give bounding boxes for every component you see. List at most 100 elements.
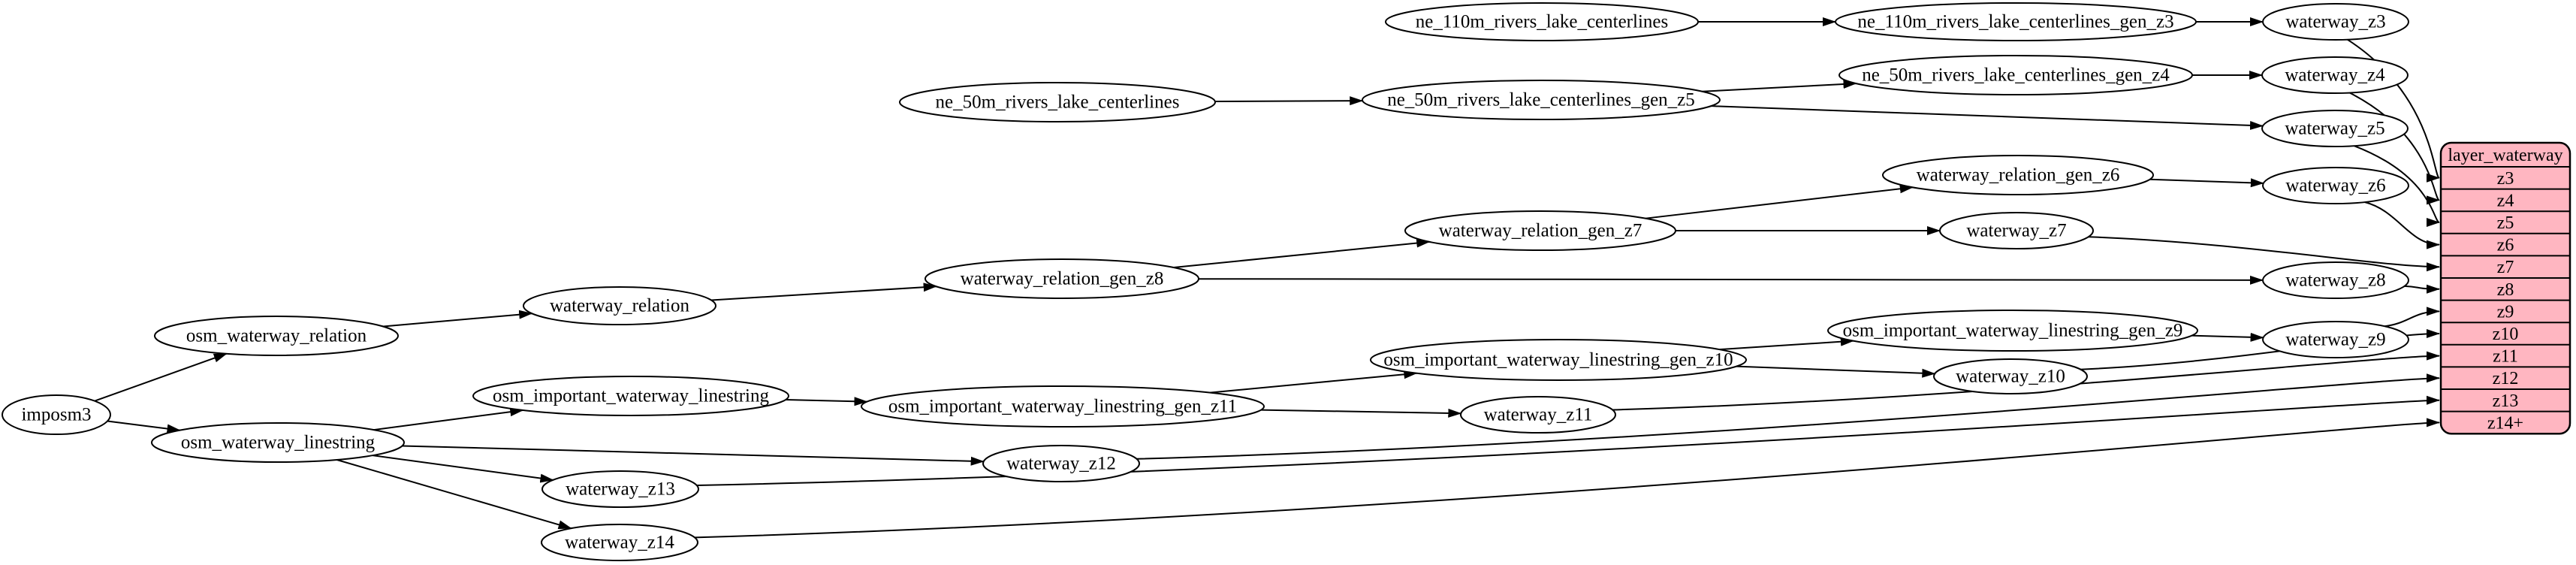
node-label: waterway_z12 [1006,454,1116,474]
record-row-z5: z5 [2497,213,2514,233]
node-label: waterway_z10 [1956,367,2065,387]
record-row-z6: z6 [2497,236,2514,255]
node-ellipse [1838,55,2193,95]
node-label: waterway_z13 [566,479,675,500]
node-waterway_relation: waterway_relation [523,286,716,325]
node-label: waterway_z9 [2285,330,2385,350]
edge-osm_important_waterway_linestring_gen_z9-to-waterway_z9 [2191,332,2264,342]
record-row-z8: z8 [2497,280,2514,300]
edge-waterway_relation_gen_z6-to-waterway_z6 [2149,178,2264,188]
record-row-z11: z11 [2493,347,2518,367]
record-row-z14+: z14+ [2487,413,2523,433]
node-ellipse [1933,358,2088,394]
node-imposm3: imposm3 [2,394,111,435]
node-label: ne_50m_rivers_lake_centerlines [936,92,1180,113]
node-waterway_z4: waterway_z4 [2261,56,2409,94]
node-layer: imposm3 osm_waterway_relation osm_waterway… [2,2,2409,561]
edge-waterway_z8-to-layer_waterway-z8 [2404,284,2440,294]
node-label: ne_110m_rivers_lake_centerlines_gen_z3 [1857,12,2173,32]
node-label: imposm3 [21,405,91,425]
record-title: layer_waterway [2448,146,2562,165]
edge-osm_waterway_linestring-to-waterway_z14 [336,459,572,530]
node-label: osm_waterway_linestring [181,433,376,453]
node-ellipse [1404,210,1676,251]
node-label: osm_important_waterway_linestring [493,386,769,406]
edge-osm_waterway_linestring-to-waterway_z13 [373,455,554,483]
node-waterway_z10: waterway_z10 [1933,358,2088,394]
node-label: waterway_z5 [2285,119,2384,139]
node-ne_50m_rivers_lake_centerlines_gen_z5: ne_50m_rivers_lake_centerlines_gen_z5 [1362,80,1721,120]
node-ellipse [1370,339,1747,381]
node-ellipse [2,394,111,435]
node-ellipse [1460,396,1616,434]
node-osm_important_waterway_linestring_gen_z10: osm_important_waterway_linestring_gen_z1… [1370,339,1747,381]
node-ne_110m_rivers_lake_centerlines: ne_110m_rivers_lake_centerlines [1385,2,1699,41]
node-ellipse [982,445,1140,482]
node-ellipse [2262,167,2409,204]
record-layer: layer_waterwayz3z4z5z6z7z8z9z10z11z12z13… [2439,141,2571,435]
edge-waterway_z11-to-layer_waterway-z11 [1612,351,2440,411]
node-label: waterway_z7 [1966,221,2066,241]
edge-waterway_relation_gen_z8-to-waterway_relation_gen_z7 [1173,238,1431,269]
record-row-z4: z4 [2497,191,2514,210]
node-ne_50m_rivers_lake_centerlines_gen_z4: ne_50m_rivers_lake_centerlines_gen_z4 [1838,55,2193,95]
node-ellipse [1835,2,2197,41]
node-ellipse [541,524,698,561]
record-row-z3: z3 [2497,169,2514,189]
edge-osm_important_waterway_linestring_gen_z10-to-osm_important_waterway_linestring_gen_z9 [1719,337,1854,351]
node-waterway_relation_gen_z8: waterway_relation_gen_z8 [925,258,1199,299]
node-label: waterway_z8 [2285,270,2385,291]
edge-layer [94,17,2440,539]
node-label: waterway_z11 [1484,405,1593,425]
node-waterway_z6: waterway_z6 [2262,167,2409,204]
edge-osm_waterway_relation-to-waterway_relation [383,310,533,328]
node-ellipse [2262,261,2409,299]
edge-waterway_z7-to-layer_waterway-z7 [2088,236,2440,272]
node-ne_50m_rivers_lake_centerlines: ne_50m_rivers_lake_centerlines [899,82,1216,122]
node-ellipse [151,422,405,463]
node-ellipse [2262,3,2409,41]
node-waterway_z11: waterway_z11 [1460,396,1616,434]
node-label: waterway_relation_gen_z6 [1917,165,2120,186]
node-ellipse [861,385,1265,428]
edge-osm_waterway_linestring-to-osm_important_waterway_linestring [373,407,524,431]
node-ellipse [1385,2,1699,41]
record-row-z9: z9 [2497,302,2514,322]
node-waterway_z5: waterway_z5 [2261,110,2409,147]
node-label: waterway_relation_gen_z7 [1439,221,1642,241]
node-ellipse [1827,310,2198,352]
edge-waterway_z4-to-layer_waterway-z4 [2349,92,2440,205]
node-waterway_z3: waterway_z3 [2262,3,2409,41]
node-ellipse [472,376,789,416]
node-label: ne_50m_rivers_lake_centerlines_gen_z5 [1387,90,1695,110]
node-osm_waterway_relation: osm_waterway_relation [154,316,399,356]
node-ellipse [154,316,399,356]
node-ellipse [2262,321,2409,358]
node-ellipse [1882,155,2154,195]
edge-waterway_relation_gen_z7-to-waterway_relation_gen_z6 [1645,184,1914,219]
node-ellipse [899,82,1216,122]
node-label: waterway_z4 [2285,65,2385,86]
node-label: waterway_relation_gen_z8 [961,269,1164,289]
record-row-z10: z10 [2493,325,2519,344]
edge-waterway_relation-to-waterway_relation_gen_z8 [711,282,937,301]
edge-waterway_relation_gen_z8-to-waterway_z8 [1198,275,2264,285]
node-ellipse [541,470,699,508]
node-osm_important_waterway_linestring: osm_important_waterway_linestring [472,376,789,416]
node-label: ne_50m_rivers_lake_centerlines_gen_z4 [1862,65,2170,86]
node-label: osm_important_waterway_linestring_gen_z9 [1843,321,2183,341]
edge-waterway_z5-to-layer_waterway-z5 [2354,145,2440,227]
node-waterway_relation_gen_z6: waterway_relation_gen_z6 [1882,155,2154,195]
edge-osm_important_waterway_linestring-to-osm_important_waterway_linestring_gen_z11 [786,397,868,406]
node-waterway_relation_gen_z7: waterway_relation_gen_z7 [1404,210,1676,251]
edge-osm_important_waterway_linestring_gen_z10-to-waterway_z10 [1736,365,1936,378]
node-waterway_z14: waterway_z14 [541,524,698,561]
edge-osm_waterway_linestring-to-waterway_z12 [402,445,985,466]
node-osm_important_waterway_linestring_gen_z9: osm_important_waterway_linestring_gen_z9 [1827,310,2198,352]
node-osm_important_waterway_linestring_gen_z11: osm_important_waterway_linestring_gen_z1… [861,385,1265,428]
node-osm_waterway_linestring: osm_waterway_linestring [151,422,405,463]
edge-osm_important_waterway_linestring_gen_z11-to-osm_important_waterway_linestring_gen_z10 [1209,370,1418,394]
edge-waterway_z14-to-layer_waterway-z14+ [694,418,2440,539]
